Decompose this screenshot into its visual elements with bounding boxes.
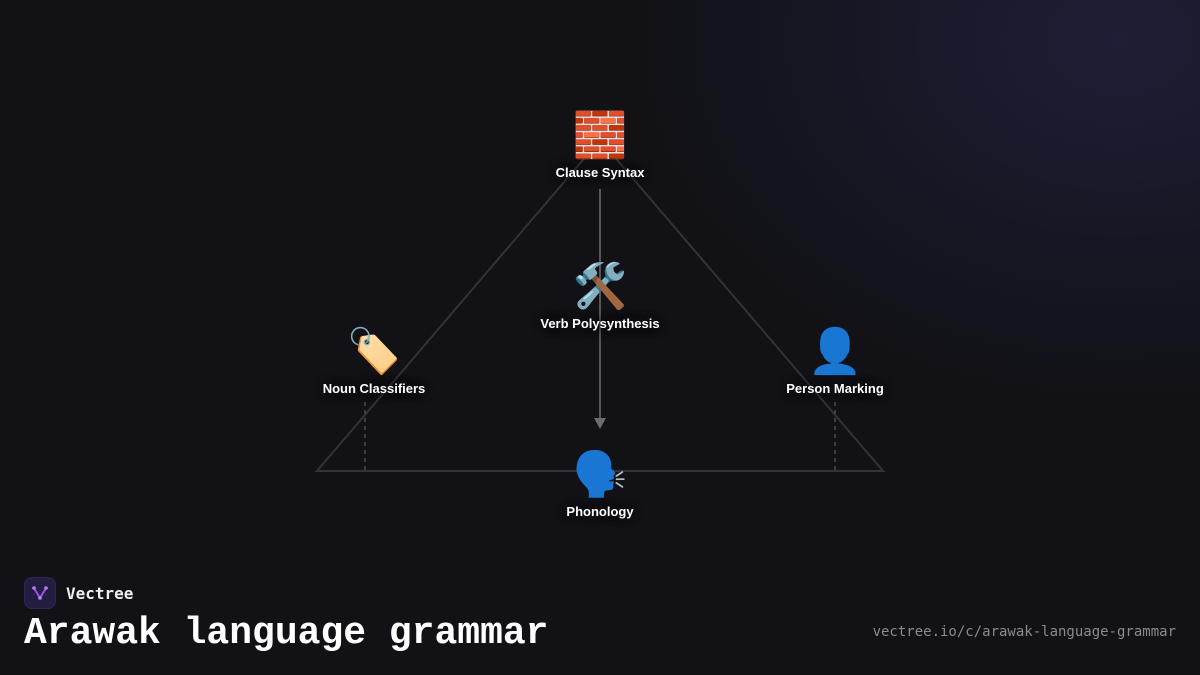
node-phonology[interactable]: 🗣️ Phonology (500, 449, 700, 520)
node-label: Phonology (566, 504, 634, 519)
label-tag-icon: 🏷️ (346, 326, 402, 377)
source-url[interactable]: vectree.io/c/arawak-language-grammar (872, 624, 1176, 640)
node-person-marking[interactable]: 👤 Person Marking (735, 326, 935, 397)
brand-name: Vectree (66, 583, 134, 603)
node-noun-classifiers[interactable]: 🏷️ Noun Classifiers (274, 326, 474, 397)
node-clause-syntax[interactable]: 🧱 Clause Syntax (500, 110, 700, 181)
hammer-and-wrench-icon: 🛠️ (572, 261, 628, 312)
node-label: Verb Polysynthesis (540, 316, 660, 331)
node-label: Noun Classifiers (322, 381, 426, 396)
person-silhouette-icon: 👤 (807, 326, 863, 377)
arrow-head (594, 418, 606, 429)
node-label: Person Marking (786, 381, 884, 396)
hierarchy-triangle (314, 138, 886, 472)
node-label: Clause Syntax (555, 165, 645, 180)
brick-icon: 🧱 (572, 110, 628, 161)
brand[interactable]: Vectree (24, 577, 133, 609)
speaking-head-icon: 🗣️ (572, 449, 628, 500)
node-verb-polysynthesis[interactable]: 🛠️ Verb Polysynthesis (500, 261, 700, 332)
vectree-logo-icon (24, 577, 56, 609)
page-title: Arawak language grammar (24, 612, 549, 655)
